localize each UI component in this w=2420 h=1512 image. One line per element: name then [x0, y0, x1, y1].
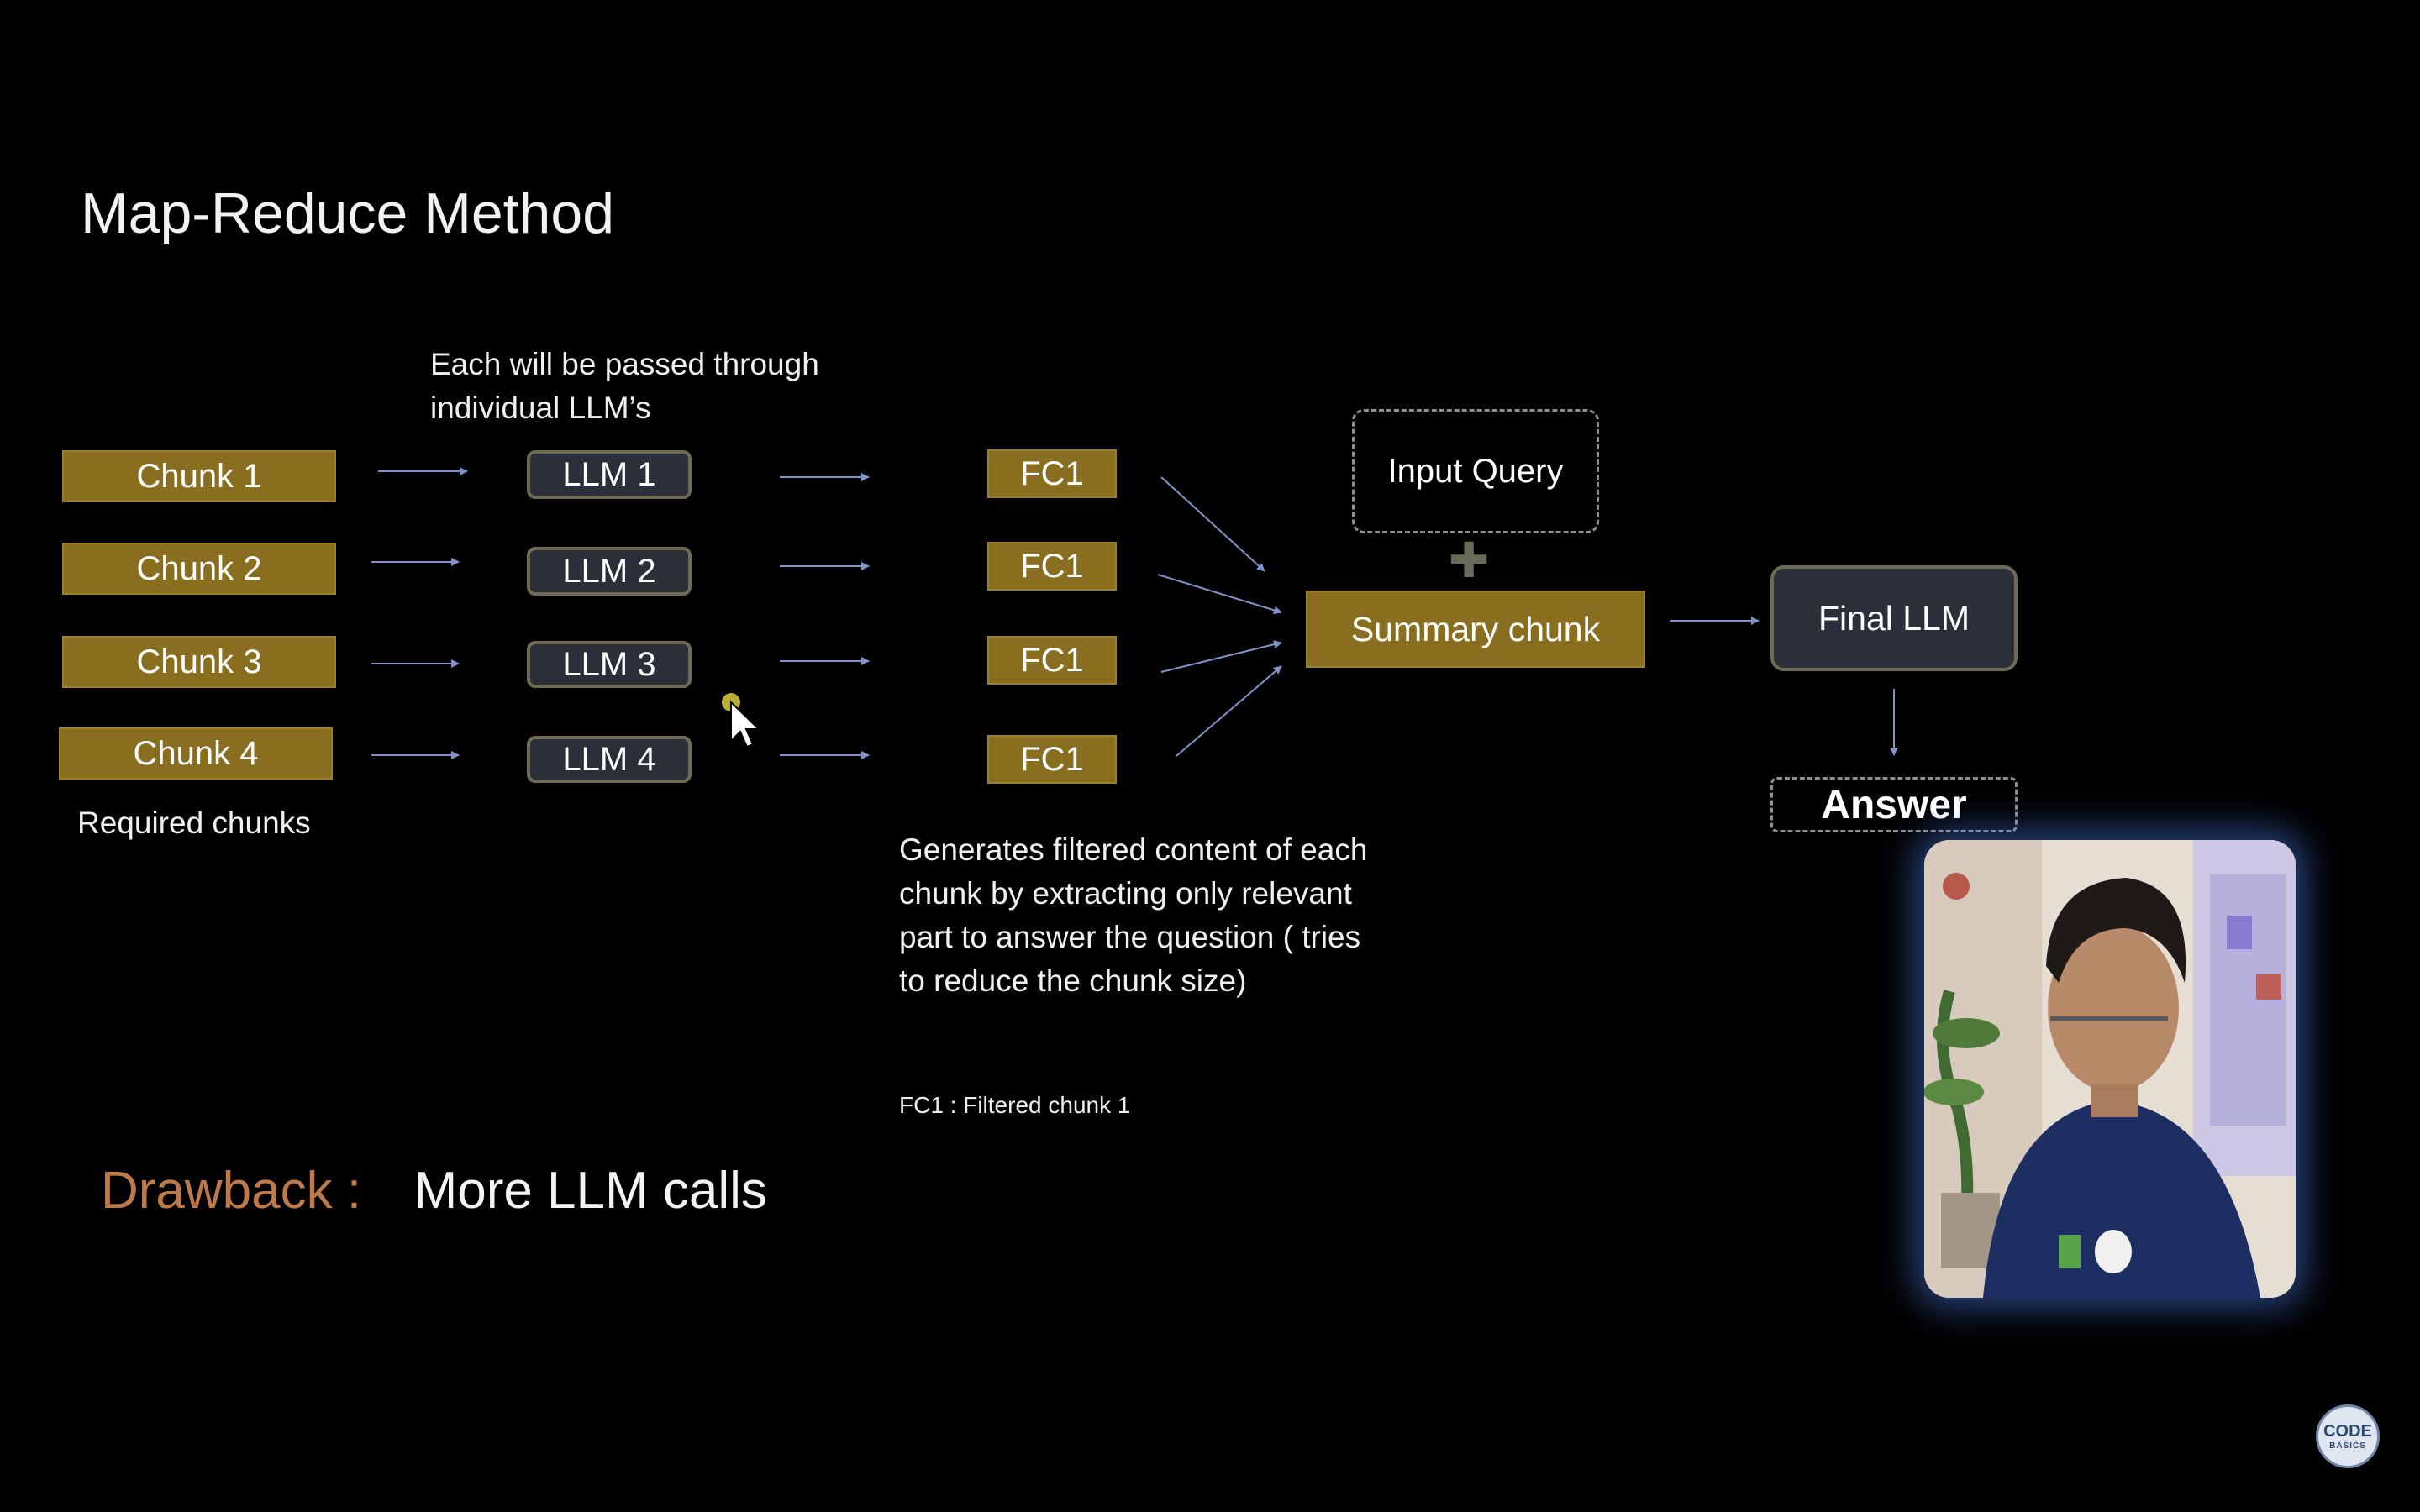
llm-box-3: LLM 3 — [527, 641, 692, 688]
chunk-box-2: Chunk 2 — [62, 543, 336, 595]
chunk-box-3: Chunk 3 — [62, 636, 336, 688]
input-query-box: Input Query — [1352, 409, 1599, 533]
llm-box-4: LLM 4 — [527, 736, 692, 783]
slide-title: Map-Reduce Method — [81, 181, 615, 245]
arrow-fc4-summary — [1176, 665, 1282, 757]
chunk-box-4: Chunk 4 — [59, 727, 333, 780]
final-llm-box: Final LLM — [1770, 565, 2018, 671]
fc-box-4: FC1 — [987, 735, 1117, 784]
drawback-line: Drawback : More LLM calls — [101, 1161, 767, 1221]
fc1-legend: FC1 : Filtered chunk 1 — [899, 1092, 1131, 1118]
fc-box-1: FC1 — [987, 449, 1117, 498]
answer-box: Answer — [1770, 777, 2018, 832]
presenter-video — [1924, 840, 2296, 1298]
fc-box-2: FC1 — [987, 542, 1117, 591]
llm-box-2: LLM 2 — [527, 547, 692, 596]
arrow-fc3-summary — [1160, 640, 1282, 673]
filter-description: Generates filtered content of each chunk… — [899, 832, 1368, 998]
logo-line-2: BASICS — [2329, 1441, 2366, 1451]
logo-line-1: CODE — [2323, 1421, 2372, 1441]
drawback-text: More LLM calls — [413, 1162, 767, 1220]
note-llm-pass: Each will be passed through individual L… — [430, 347, 819, 425]
arrow-fc1-summary — [1160, 476, 1265, 572]
presenter-image — [1924, 840, 2296, 1298]
drawback-label: Drawback : — [101, 1162, 362, 1220]
llm-box-1: LLM 1 — [527, 450, 692, 499]
summary-chunk-box: Summary chunk — [1306, 591, 1645, 668]
plus-icon: ✚ — [1448, 533, 1490, 588]
arrow-fc2-summary — [1157, 574, 1282, 615]
chunk-box-1: Chunk 1 — [62, 450, 336, 502]
fc-box-3: FC1 — [987, 636, 1117, 685]
required-chunks-label: Required chunks — [77, 806, 311, 840]
mouse-cursor-icon — [722, 693, 761, 748]
codebasics-logo: CODE BASICS — [2316, 1404, 2380, 1468]
